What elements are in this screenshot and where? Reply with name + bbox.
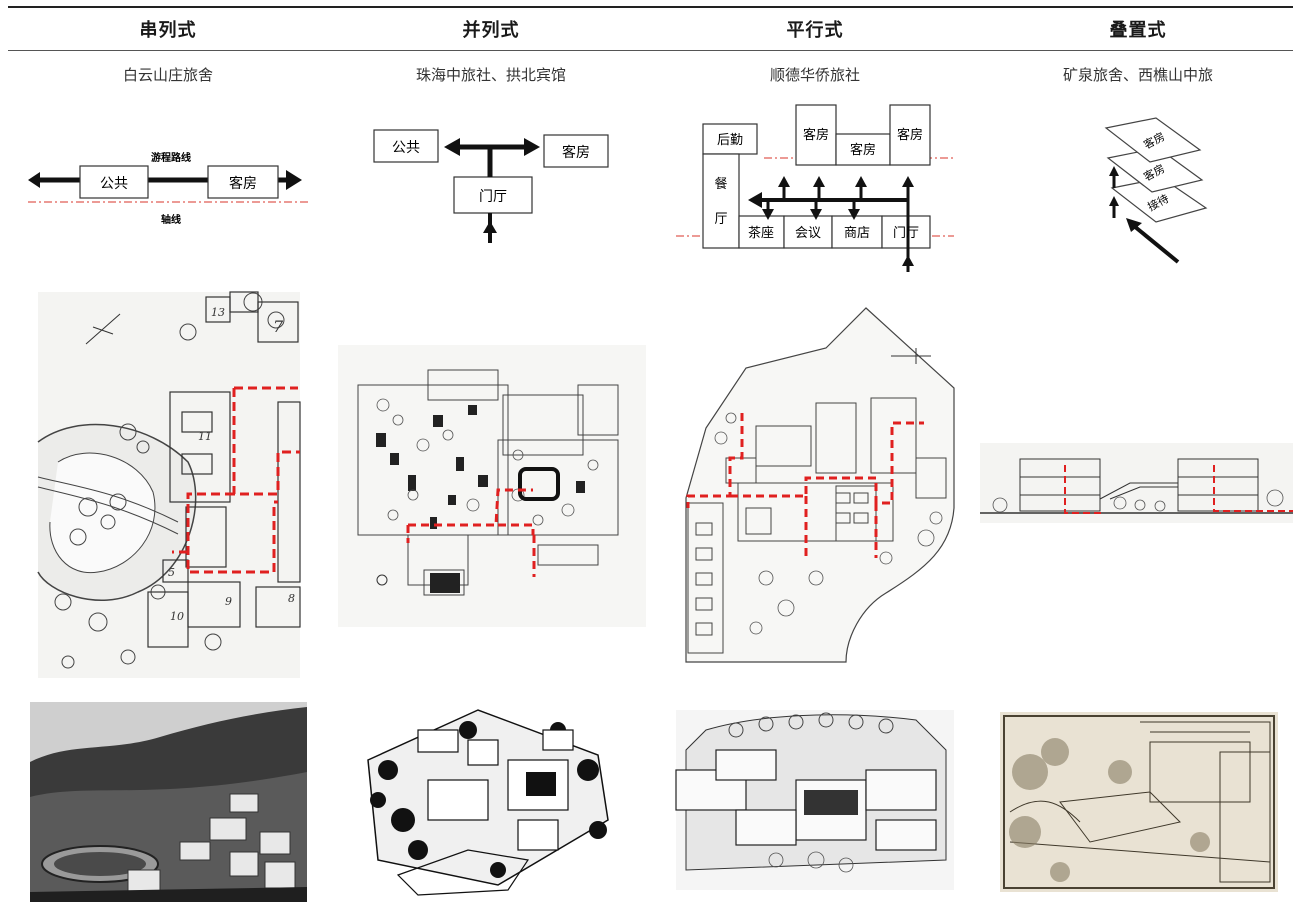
- serial-box-public: 公共: [100, 176, 128, 192]
- parallel-box-rooms: 客房: [562, 144, 590, 161]
- stacked-schematic-diagram: 客房 客房 接待: [1104, 117, 1208, 264]
- parallel-box-lobby: 门厅: [479, 189, 507, 205]
- axis-label: 轴线: [161, 213, 181, 226]
- shunde-site-plan: [685, 307, 955, 663]
- box-rooms-b: 客房: [850, 142, 876, 158]
- column-header-serial: 串列式: [139, 20, 197, 41]
- zhuhai-perspective: [358, 700, 620, 900]
- plan1-room-13: 13: [211, 306, 225, 319]
- box-tea: 茶座: [748, 225, 774, 241]
- plan1-room-5: 5: [168, 566, 175, 579]
- plan1-room-9: 9: [225, 595, 232, 608]
- serial-box-rooms: 客房: [229, 175, 257, 192]
- box-rooms-a: 客房: [803, 127, 829, 143]
- kuangquan-perspective: [1000, 712, 1278, 892]
- project-name-kuangquan: 矿泉旅舍、西樵山中旅: [1062, 66, 1213, 84]
- table-header-rule: [8, 50, 1293, 51]
- parallel-row-schematic-diagram: 后勤 客房 客房 客房 餐 厅 茶座 会议 商店 门厅: [676, 104, 954, 272]
- box-logistics: 后勤: [717, 133, 743, 148]
- box-meeting: 会议: [795, 226, 821, 241]
- zhuhai-site-plan: [338, 345, 646, 627]
- box-dining-char-1: 餐: [714, 176, 727, 192]
- plan1-room-10: 10: [170, 610, 184, 623]
- parallel-box-public: 公共: [392, 140, 420, 156]
- plan1-room-7: 7: [273, 317, 284, 336]
- project-name-zhuhai: 珠海中旅社、拱北宾馆: [415, 66, 566, 84]
- serial-schematic-diagram: 公共 客房 游程路线 轴线: [28, 151, 308, 226]
- plan1-room-8: 8: [288, 592, 295, 605]
- box-dining-char-2: 厅: [714, 212, 727, 227]
- baiyunshan-site-plan: 13 7 11 5 10 9 8: [37, 291, 301, 678]
- column-header-parallel-row: 平行式: [786, 20, 844, 41]
- baiyunshan-perspective: [30, 702, 307, 902]
- plan1-room-11: 11: [198, 430, 212, 443]
- box-shop: 商店: [844, 226, 870, 241]
- column-header-parallel-side: 并列式: [462, 20, 520, 41]
- table-top-rule: [8, 6, 1293, 8]
- column-header-stacked: 叠置式: [1109, 20, 1167, 41]
- route-label: 游程路线: [151, 151, 191, 164]
- shunde-perspective: [675, 710, 954, 890]
- project-name-shunde: 顺德华侨旅社: [769, 66, 860, 84]
- box-rooms-c: 客房: [897, 127, 923, 143]
- project-name-baiyunshan: 白云山庄旅舍: [122, 66, 213, 84]
- parallel-side-schematic-diagram: 公共 客房 门厅: [373, 129, 609, 243]
- box-lobby: 门厅: [893, 226, 919, 241]
- stacked-section-drawing: [980, 443, 1293, 523]
